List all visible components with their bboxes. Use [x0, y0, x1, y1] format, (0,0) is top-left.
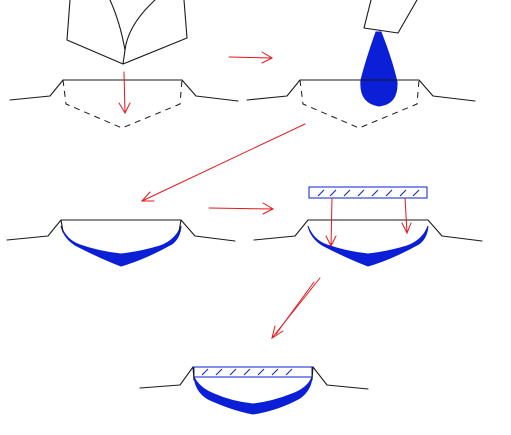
- arrow-step2-to-step3: [140, 123, 306, 202]
- dispenser-nozzle: [363, 0, 418, 34]
- liquid-drop: [360, 31, 398, 107]
- cutter-tool: [66, 0, 188, 65]
- arrow-step3-to-step4: [208, 202, 275, 215]
- sealed-fill: [193, 376, 313, 415]
- cut-profile-2: [299, 79, 420, 129]
- substrate-surface-5: [139, 366, 369, 390]
- sealed-hatching: [201, 368, 293, 376]
- filled-layer-4: [307, 225, 429, 267]
- step-1-cut: [9, 0, 239, 129]
- step-2-drop: [246, 0, 476, 129]
- substrate-surface: [9, 79, 239, 102]
- cut-profile: [62, 79, 183, 129]
- arrow-step1-to-step2: [228, 51, 274, 64]
- cavity-wall: [60, 219, 182, 233]
- down-arrow: [118, 71, 131, 115]
- press-arrows: [325, 197, 412, 248]
- filled-layer: [60, 225, 182, 267]
- sealed-walls: [192, 366, 314, 381]
- arrow-step4-to-step5: [271, 277, 321, 340]
- sealed-cover: [193, 366, 313, 378]
- substrate-surface-3: [6, 219, 236, 242]
- step-4-press: [253, 186, 483, 267]
- cover-hatching: [317, 189, 420, 197]
- step-5-sealed: [139, 366, 369, 415]
- substrate-surface-2: [246, 79, 476, 102]
- substrate-surface-4: [253, 219, 483, 242]
- cover-plate: [308, 186, 428, 199]
- step-3-spread: [6, 219, 236, 267]
